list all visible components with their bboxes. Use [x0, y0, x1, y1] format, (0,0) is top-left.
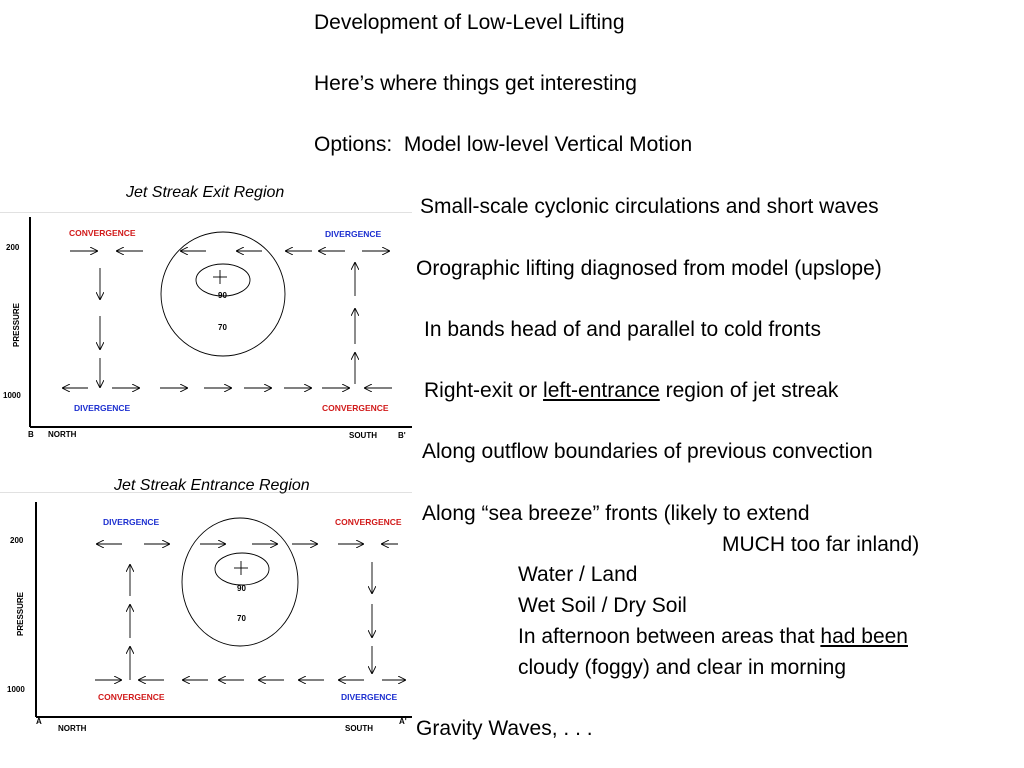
isotach-inner	[195, 263, 251, 297]
isotach-label-outer: 70	[237, 614, 246, 623]
exit-caption: Jet Streak Exit Region	[126, 184, 285, 201]
convergence-label: CONVERGENCE	[322, 403, 389, 413]
axis-start: A	[36, 717, 42, 726]
entrance-region-diagram: 200 1000 PRESSURE A NORTH SOUTH A' DIVER…	[0, 492, 412, 733]
option-outflow: Along outflow boundaries of previous con…	[422, 440, 873, 463]
convergence-label: CONVERGENCE	[335, 517, 402, 527]
page-title: Development of Low-Level Lifting	[314, 11, 625, 34]
axis-north: NORTH	[58, 724, 87, 733]
sub-wet-dry: Wet Soil / Dry Soil	[518, 594, 687, 617]
sub-water-land: Water / Land	[518, 563, 638, 586]
isotach-label-inner: 90	[218, 291, 227, 300]
axis-south: SOUTH	[349, 431, 377, 440]
divergence-label: DIVERGENCE	[325, 229, 382, 239]
axis-north: NORTH	[48, 430, 77, 439]
option-small-scale: Small-scale cyclonic circulations and sh…	[420, 195, 879, 218]
axis-end: A'	[399, 717, 407, 726]
divergence-label: DIVERGENCE	[103, 517, 160, 527]
pressure-axis-label: PRESSURE	[12, 302, 21, 347]
pressure-200: 200	[6, 243, 20, 252]
option-sea-breeze-cont: MUCH too far inland)	[722, 533, 920, 556]
entrance-caption: Jet Streak Entrance Region	[114, 477, 310, 494]
afternoon-underlined: had been	[820, 625, 908, 648]
isotach-inner	[214, 552, 270, 586]
isotach-outer	[181, 517, 299, 647]
isotach-outer	[160, 231, 286, 357]
convergence-label: CONVERGENCE	[98, 692, 165, 702]
sub-afternoon: In afternoon between areas that had been	[518, 625, 908, 649]
pressure-1000: 1000	[3, 391, 21, 400]
axis-start: B	[28, 430, 34, 439]
option-jet-streak: Right-exit or left-entrance region of je…	[424, 379, 838, 403]
option-bands: In bands head of and parallel to cold fr…	[424, 318, 821, 341]
airflow-arrows	[62, 251, 392, 388]
isotach-label-inner: 90	[237, 584, 246, 593]
option-sea-breeze: Along “sea breeze” fronts (likely to ext…	[422, 502, 810, 525]
axis-end: B'	[398, 431, 406, 440]
subtitle: Here’s where things get interesting	[314, 72, 637, 95]
airflow-arrows	[95, 544, 406, 680]
pressure-1000: 1000	[7, 685, 25, 694]
options-line: Options: Model low-level Vertical Motion	[314, 133, 692, 157]
afternoon-pre: In afternoon between areas that	[518, 625, 821, 648]
option-gravity: Gravity Waves, . . .	[416, 717, 593, 740]
axis-south: SOUTH	[345, 724, 373, 733]
jet-pre: Right-exit or	[424, 379, 544, 402]
option-orographic: Orographic lifting diagnosed from model …	[416, 257, 882, 280]
isotach-label-outer: 70	[218, 323, 227, 332]
divergence-label: DIVERGENCE	[341, 692, 398, 702]
jet-underlined: left-entrance	[543, 379, 660, 402]
sub-afternoon-cont: cloudy (foggy) and clear in morning	[518, 656, 847, 679]
jet-post: region of jet streak	[659, 379, 839, 402]
divergence-label: DIVERGENCE	[74, 403, 131, 413]
option-model: Model low-level Vertical Motion	[403, 133, 693, 156]
pressure-200: 200	[10, 536, 24, 545]
options-prefix: Options:	[314, 133, 393, 156]
exit-region-diagram: 200 1000 PRESSURE B NORTH SOUTH B' CONVE…	[0, 212, 412, 440]
convergence-label: CONVERGENCE	[69, 228, 136, 238]
pressure-axis-label: PRESSURE	[16, 591, 25, 636]
